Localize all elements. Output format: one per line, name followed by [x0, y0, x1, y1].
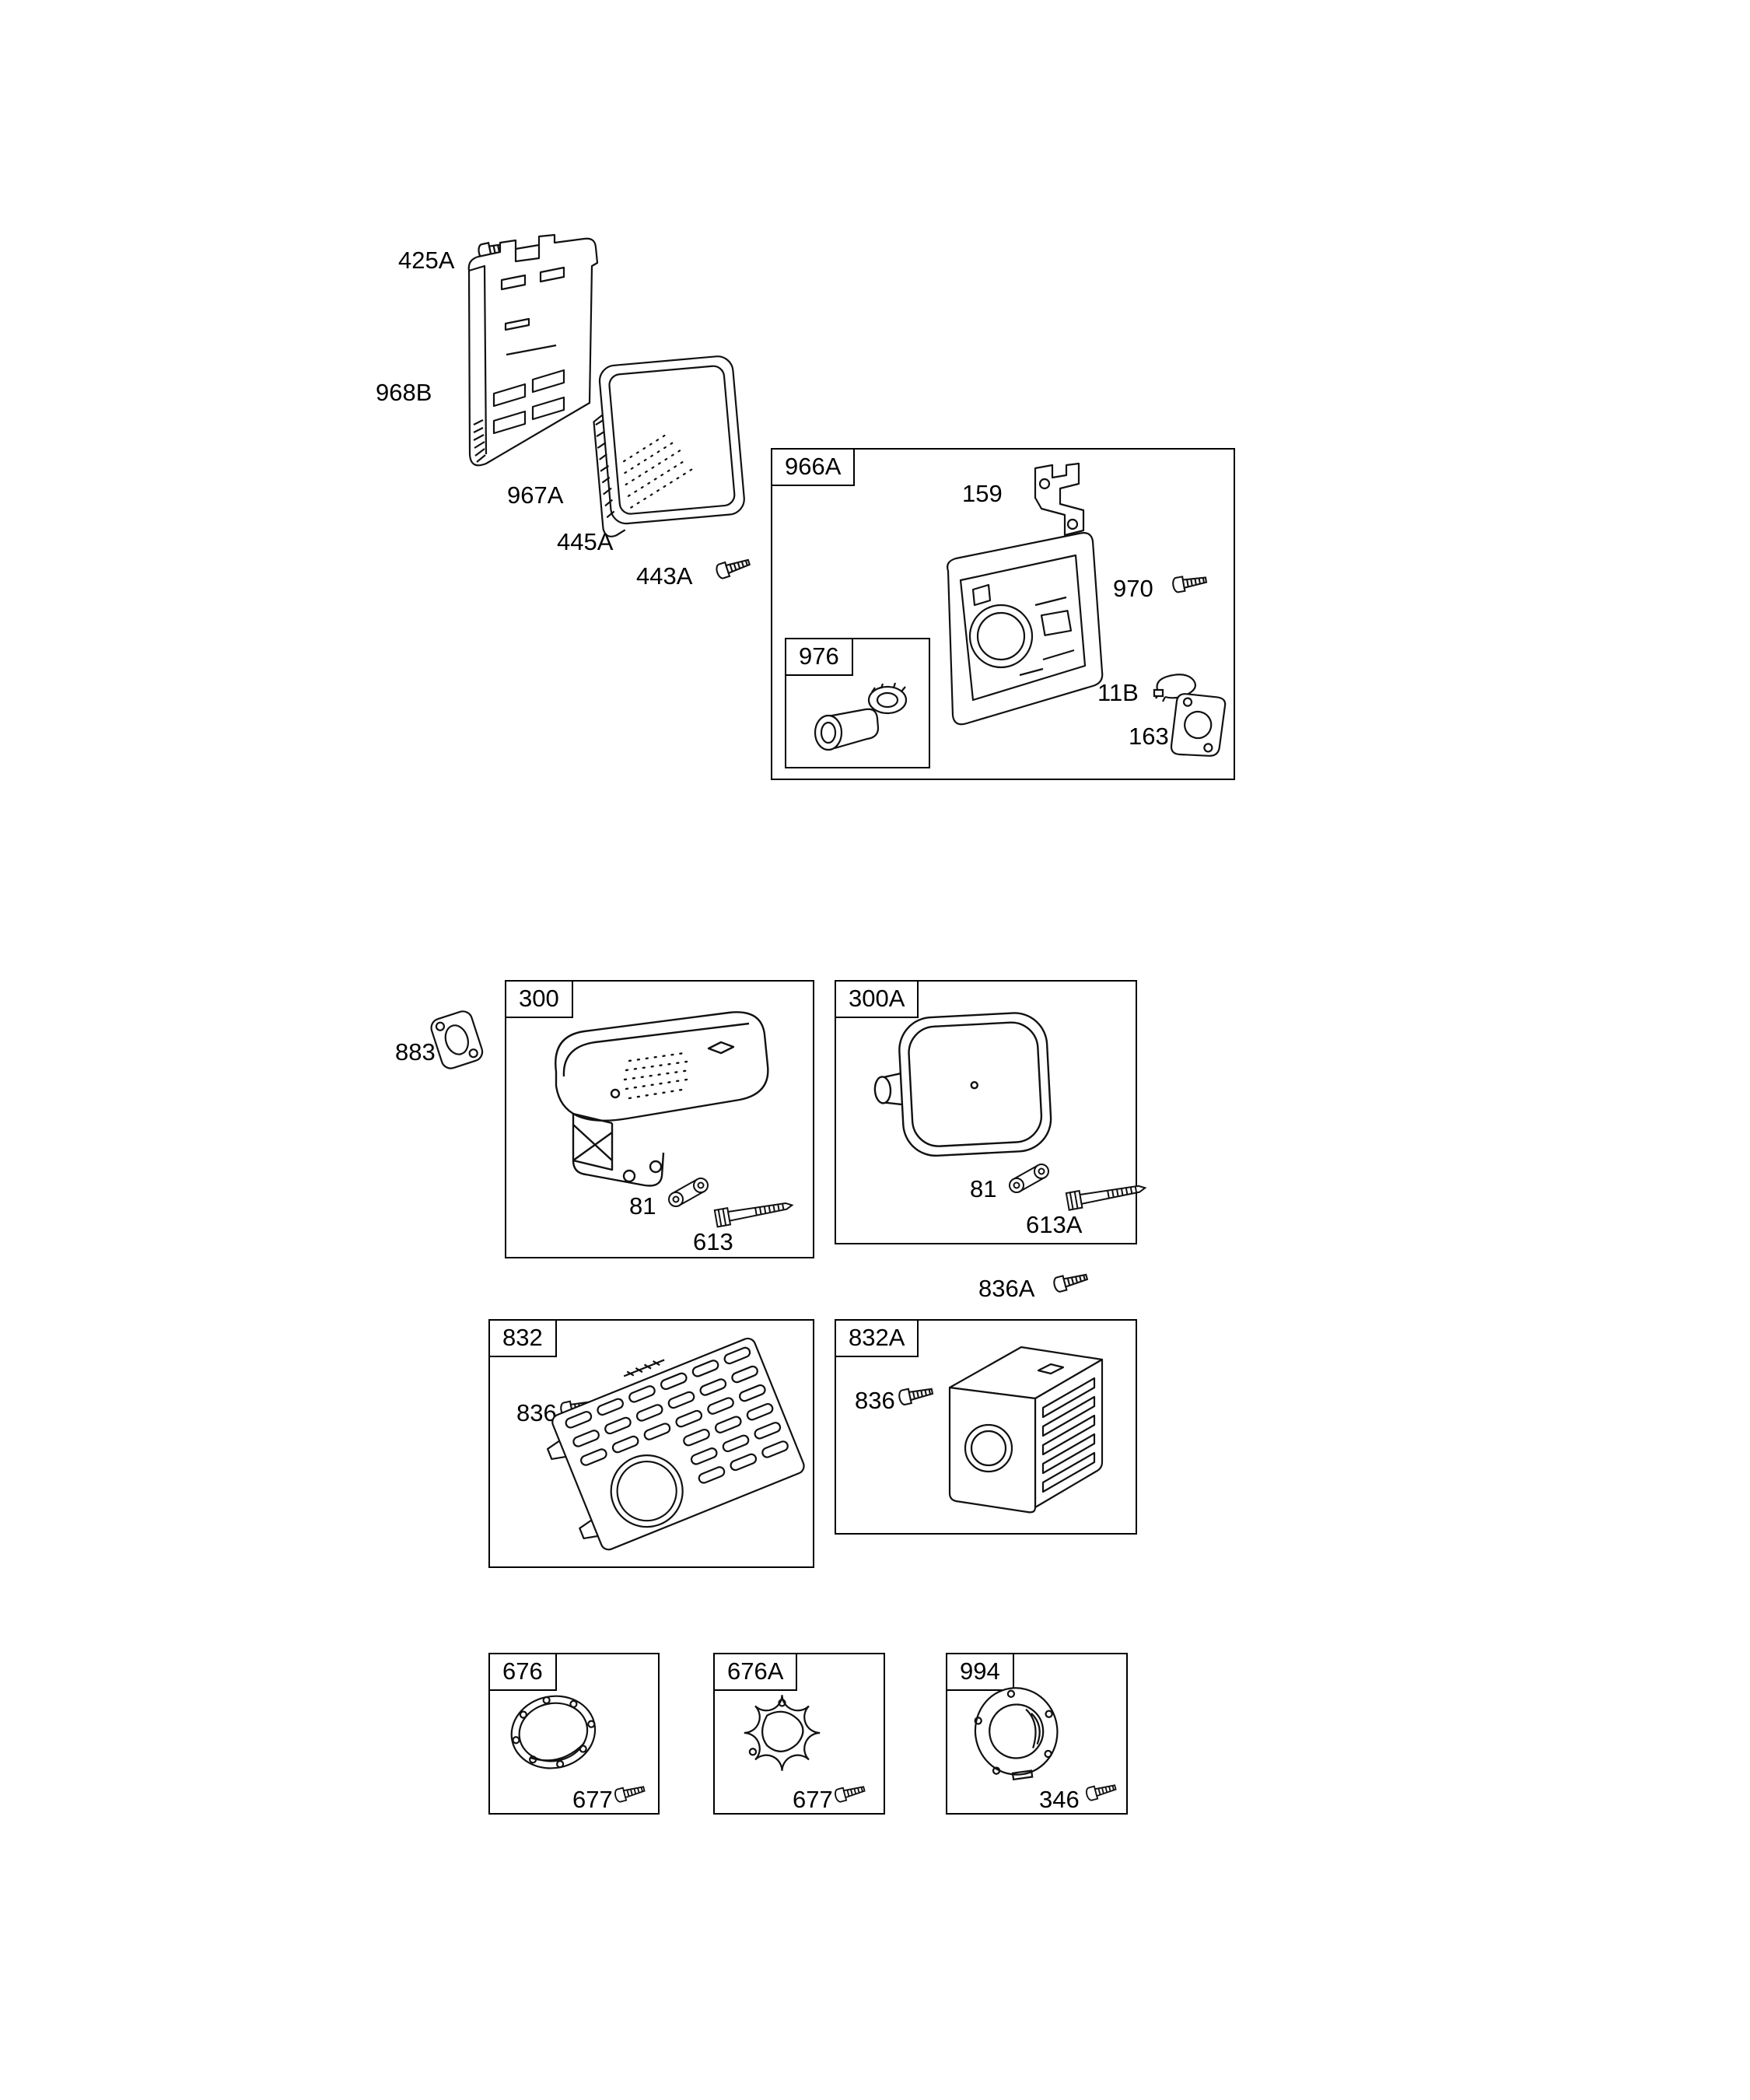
group-box-994-label: 994 — [946, 1653, 1014, 1691]
callout-81-300A: 81 — [970, 1175, 997, 1202]
deflector-676-drawing — [510, 1695, 597, 1769]
group-box-832-label: 832 — [488, 1319, 557, 1357]
link-icon-300 — [667, 1176, 710, 1209]
link-icon-300A — [1007, 1162, 1051, 1195]
callout-836A: 836A — [978, 1275, 1035, 1302]
group-box-976-label: 976 — [785, 638, 853, 676]
muffler-guard-832A-drawing — [948, 1346, 1104, 1514]
screw-icon-346 — [1083, 1777, 1122, 1804]
group-box-966A-label: 966A — [771, 448, 856, 486]
carb-gasket-drawing — [1170, 693, 1227, 757]
air-cleaner-base-drawing — [947, 532, 1104, 726]
muffler-guard-832-drawing — [546, 1337, 805, 1551]
bolt-icon-613 — [709, 1189, 799, 1234]
callout-836-832: 836 — [516, 1399, 557, 1426]
bolt-icon-613A — [1061, 1172, 1152, 1218]
exhaust-gasket-drawing — [430, 1010, 484, 1069]
group-box-676-label: 676 — [488, 1653, 557, 1691]
group-box-676: 676 677 — [488, 1653, 660, 1815]
group-box-966A: 966A 159 970 976 — [771, 448, 1235, 780]
air-cleaner-cover-drawing — [467, 233, 599, 467]
bracket-drawing — [1034, 462, 1085, 537]
group-box-976: 976 — [785, 638, 930, 768]
screw-icon-677-676A — [831, 1779, 870, 1805]
screw-icon-443A — [712, 551, 756, 583]
callout-445A: 445A — [557, 528, 614, 555]
air-filter-drawing — [593, 355, 745, 537]
group-box-676A: 676A 677 — [713, 1653, 885, 1815]
callout-883: 883 — [395, 1038, 436, 1066]
group-box-300A-label: 300A — [835, 980, 919, 1018]
muffler-300-drawing — [555, 1011, 769, 1187]
muffler-300A-drawing — [873, 1012, 1052, 1157]
callout-967A: 967A — [507, 481, 564, 509]
callout-346: 346 — [1039, 1786, 1080, 1813]
group-box-676A-label: 676A — [713, 1653, 798, 1691]
exhaust-cap-994-drawing — [974, 1687, 1059, 1781]
callout-613A: 613A — [1026, 1211, 1083, 1238]
screw-icon-677-676 — [611, 1779, 650, 1805]
callout-836-832A: 836 — [855, 1387, 895, 1414]
callout-163: 163 — [1129, 723, 1169, 750]
group-box-300A: 300A 81 613A — [835, 980, 1137, 1244]
deflector-676A-drawing — [744, 1695, 821, 1771]
callout-425A: 425A — [398, 247, 455, 274]
group-box-300-label: 300 — [505, 980, 573, 1018]
callout-613: 613 — [693, 1228, 733, 1255]
callout-677-676: 677 — [572, 1786, 613, 1813]
screw-icon-970 — [1169, 569, 1213, 597]
group-box-300: 300 81 613 — [505, 980, 814, 1258]
group-box-832: 832 836 — [488, 1319, 814, 1568]
callout-159: 159 — [962, 480, 1003, 507]
grommet-elbow-drawing — [814, 682, 908, 751]
callout-968B: 968B — [376, 379, 432, 406]
callout-443A: 443A — [636, 562, 693, 590]
group-box-832A: 832A 836 — [835, 1319, 1137, 1535]
callout-81-300: 81 — [629, 1192, 656, 1220]
group-box-832A-label: 832A — [835, 1319, 919, 1357]
callout-677-676A: 677 — [793, 1786, 833, 1813]
group-box-994: 994 346 — [946, 1653, 1128, 1815]
callout-970: 970 — [1113, 575, 1153, 602]
screw-icon-836A — [1050, 1266, 1094, 1297]
callout-11B: 11B — [1097, 679, 1139, 706]
